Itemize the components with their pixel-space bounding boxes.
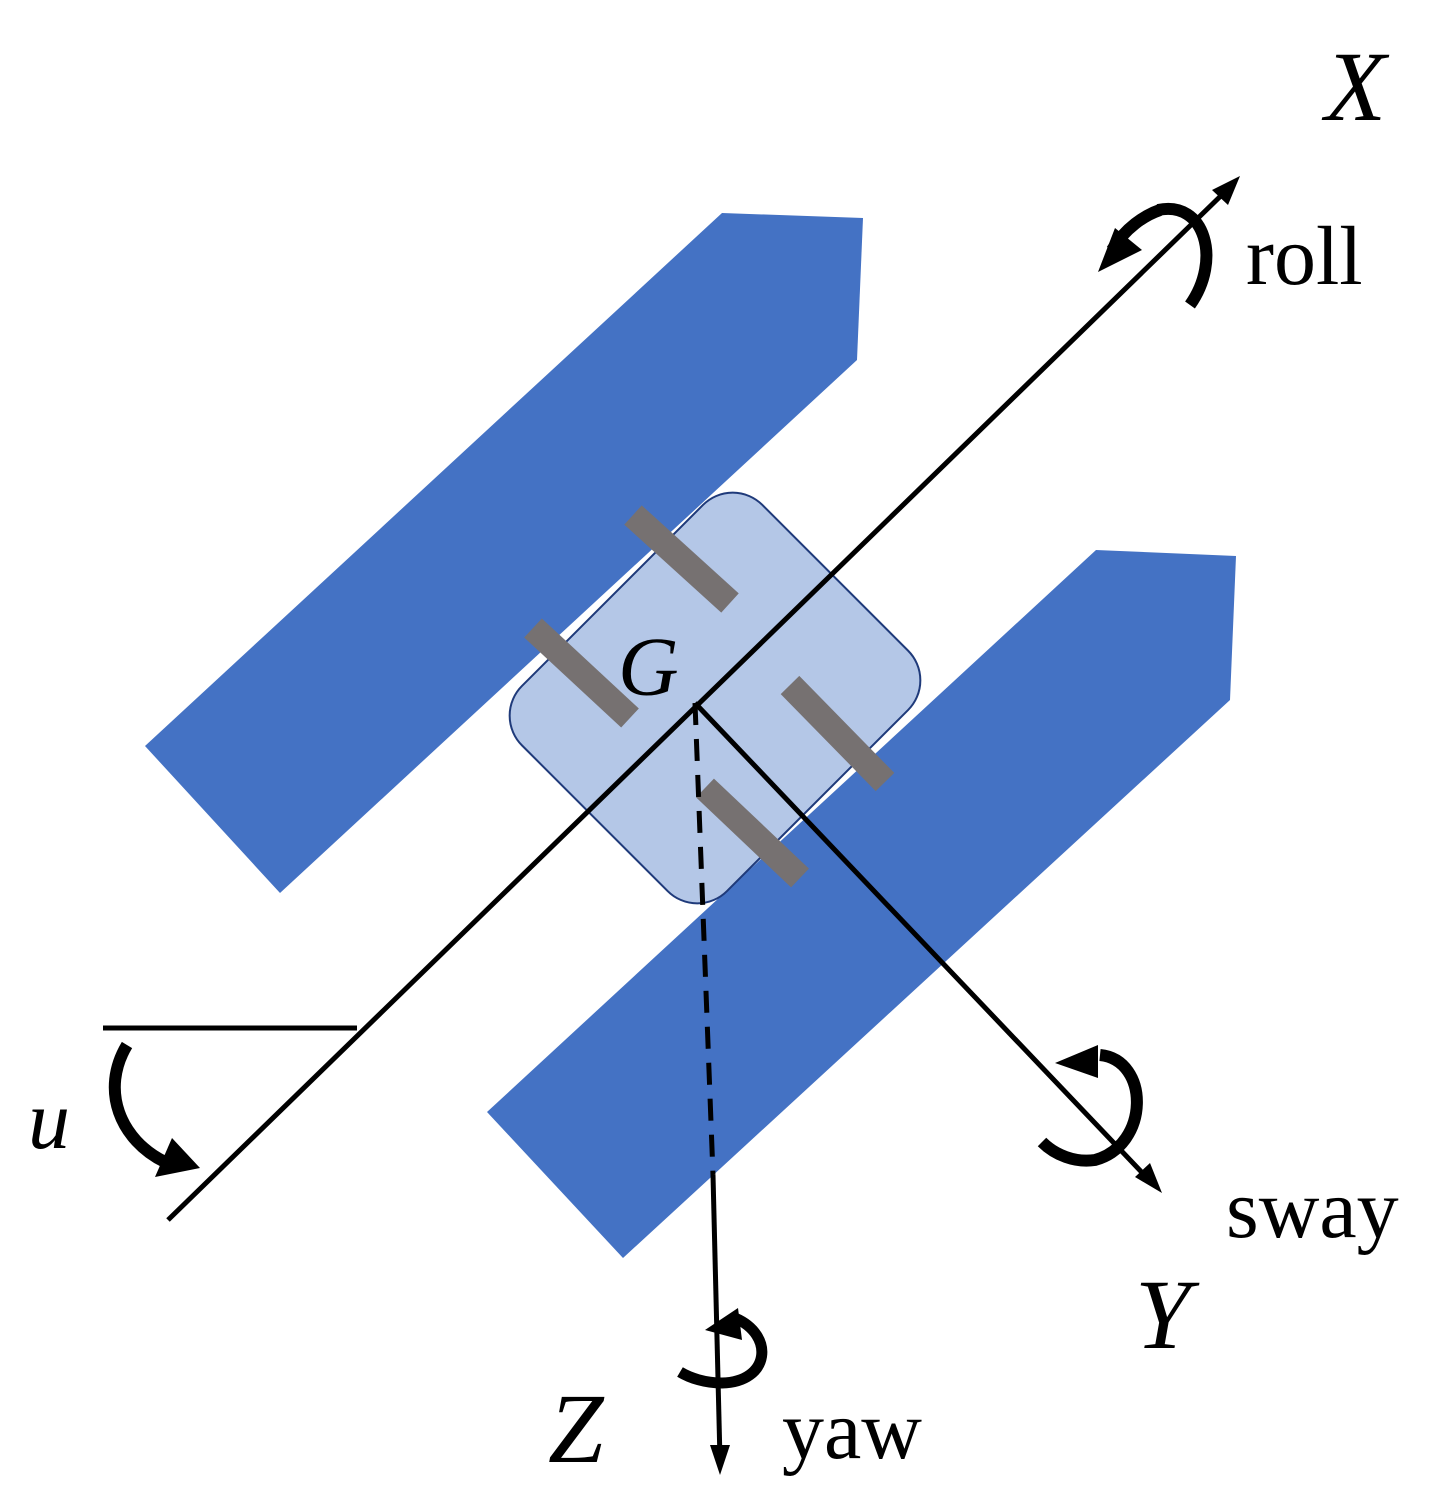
angle-arc — [108, 1041, 168, 1168]
y-axis-line — [693, 701, 1154, 1185]
x-axis-line — [166, 183, 1234, 1222]
yaw-label: yaw — [782, 1384, 922, 1477]
x-axis-label: X — [1321, 31, 1390, 142]
yaw-rotation-arrowhead — [705, 1308, 742, 1340]
z-axis-arrowhead — [710, 1445, 730, 1475]
z-axis-label: Z — [548, 1373, 605, 1484]
thruster-top — [624, 505, 739, 613]
sway-rotation-arrowhead — [1055, 1045, 1098, 1078]
right-hull — [487, 550, 1236, 1258]
left-hull — [145, 213, 863, 893]
z-axis-dashed — [692, 702, 716, 1176]
x-axis-arrowhead — [1212, 176, 1240, 205]
z-axis-solid — [710, 1174, 723, 1461]
center-label: G — [618, 621, 679, 714]
y-axis-arrowhead — [1135, 1163, 1162, 1193]
yaw-rotation-arc — [677, 1312, 768, 1389]
roll-rotation-arc — [1156, 202, 1213, 309]
roll-rotation-arrowhead — [1098, 228, 1142, 272]
thruster-right — [780, 675, 895, 792]
sway-label: sway — [1226, 1163, 1399, 1256]
roll-label: roll — [1246, 210, 1363, 303]
thruster-left — [524, 618, 639, 728]
y-axis-label: Y — [1135, 1259, 1200, 1370]
angle-arc-arrowhead — [155, 1138, 200, 1177]
thruster-bottom — [696, 778, 809, 888]
thrusters — [524, 505, 895, 888]
sway-rotation-arc — [1037, 1049, 1143, 1167]
central-deck — [508, 491, 922, 905]
angle-label: u — [28, 1074, 70, 1167]
